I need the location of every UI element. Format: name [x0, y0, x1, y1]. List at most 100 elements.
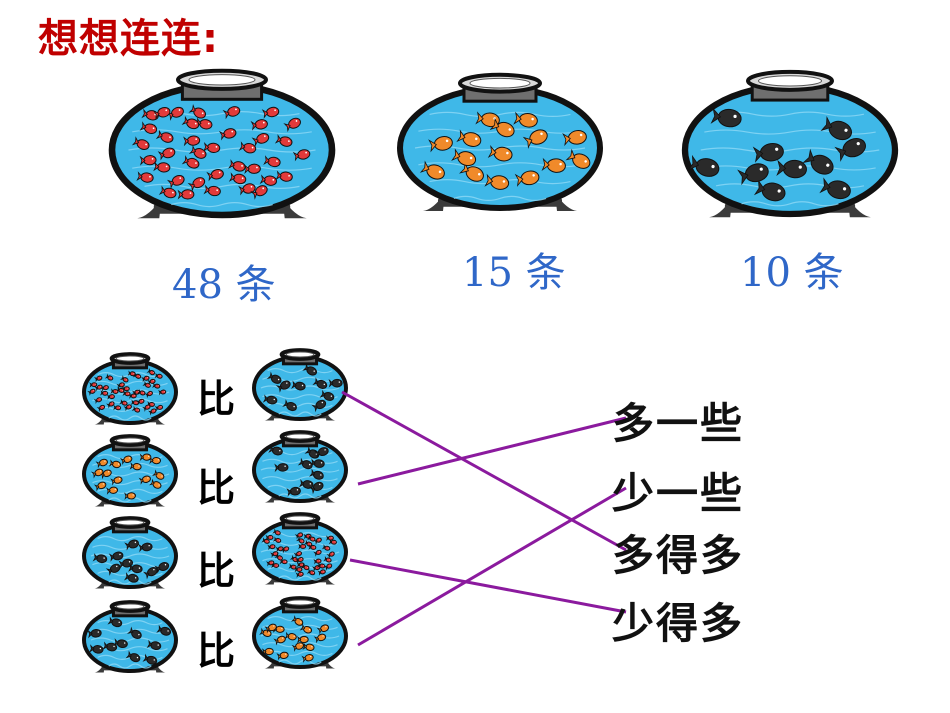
fish	[313, 633, 327, 644]
fish	[119, 455, 133, 466]
fish	[94, 384, 103, 392]
fish	[120, 375, 129, 383]
fish	[263, 155, 281, 168]
fish	[154, 561, 170, 574]
fish	[94, 375, 103, 383]
fish	[484, 173, 510, 190]
fish	[153, 161, 171, 173]
fish	[275, 170, 293, 182]
count-label-red: 48 条	[172, 262, 276, 308]
fish	[514, 170, 540, 187]
fish	[313, 558, 322, 565]
fish	[262, 394, 278, 405]
fish	[294, 566, 303, 573]
fish	[123, 404, 132, 412]
fish	[270, 551, 279, 558]
fish	[149, 478, 162, 489]
fish	[280, 546, 290, 554]
fish	[206, 169, 224, 182]
answer-much-more[interactable]: 多得多	[612, 531, 745, 580]
fish	[110, 388, 119, 394]
fish	[203, 142, 221, 154]
fish	[283, 117, 301, 133]
fish	[124, 539, 139, 551]
fish	[119, 399, 128, 406]
fish	[541, 157, 566, 173]
fish	[308, 544, 317, 550]
fish	[131, 136, 150, 150]
fish	[91, 468, 104, 479]
fish	[156, 624, 172, 636]
fish	[428, 136, 453, 153]
fish	[122, 390, 131, 397]
fish	[323, 563, 333, 571]
fish	[110, 476, 123, 486]
fish	[116, 382, 125, 390]
compare-word-3: 比	[197, 549, 236, 593]
row1-right-black-jar	[252, 348, 348, 421]
fish	[317, 569, 326, 576]
fish	[291, 642, 305, 652]
fish	[776, 159, 807, 179]
fish	[238, 141, 257, 154]
fish	[513, 111, 538, 128]
fish	[275, 380, 291, 393]
fish	[308, 481, 324, 495]
fish	[138, 475, 151, 485]
fish	[268, 444, 283, 456]
fish	[130, 399, 139, 406]
fish	[146, 367, 155, 376]
fish	[419, 160, 445, 180]
fish	[820, 116, 853, 141]
fish	[128, 563, 143, 574]
fish	[326, 535, 334, 541]
fish	[687, 154, 720, 177]
fish	[299, 623, 313, 634]
fish	[141, 375, 150, 383]
fish	[187, 177, 206, 192]
red-fish-48-jar	[108, 68, 336, 219]
fish	[307, 534, 316, 542]
fish	[106, 486, 119, 495]
fish	[154, 372, 163, 379]
fish	[282, 399, 297, 412]
row2-left-orange-jar	[82, 434, 178, 507]
fish	[276, 651, 289, 661]
compare-word-4: 比	[197, 629, 236, 673]
connector-line-2	[357, 416, 627, 486]
fish	[489, 117, 515, 138]
fish	[451, 148, 477, 167]
fish	[326, 551, 335, 559]
answer-much-less[interactable]: 少得多	[612, 599, 745, 648]
fish	[302, 363, 318, 376]
answer-less-some[interactable]: 少一些	[612, 469, 745, 518]
fish	[312, 377, 328, 389]
fish	[96, 404, 106, 412]
fish	[218, 128, 237, 141]
connector-line-1	[341, 390, 627, 552]
answer-more-some[interactable]: 多一些	[612, 399, 745, 448]
fish	[298, 478, 314, 489]
fish	[95, 458, 108, 469]
fish	[319, 389, 335, 401]
fish	[238, 183, 256, 196]
fish	[151, 469, 165, 480]
fish	[105, 563, 121, 576]
fish	[317, 562, 326, 569]
row3-left-black-jar	[82, 516, 178, 589]
fish	[139, 121, 158, 134]
fish	[264, 623, 277, 634]
fish	[166, 174, 185, 189]
fish	[106, 401, 115, 409]
fish	[139, 453, 152, 461]
fish	[323, 556, 332, 563]
fish	[313, 447, 329, 459]
fish	[129, 462, 142, 471]
fish	[123, 572, 139, 583]
fish	[93, 397, 103, 405]
fish	[139, 155, 157, 166]
fish	[148, 408, 157, 416]
fish	[250, 185, 268, 200]
fish	[301, 654, 314, 663]
